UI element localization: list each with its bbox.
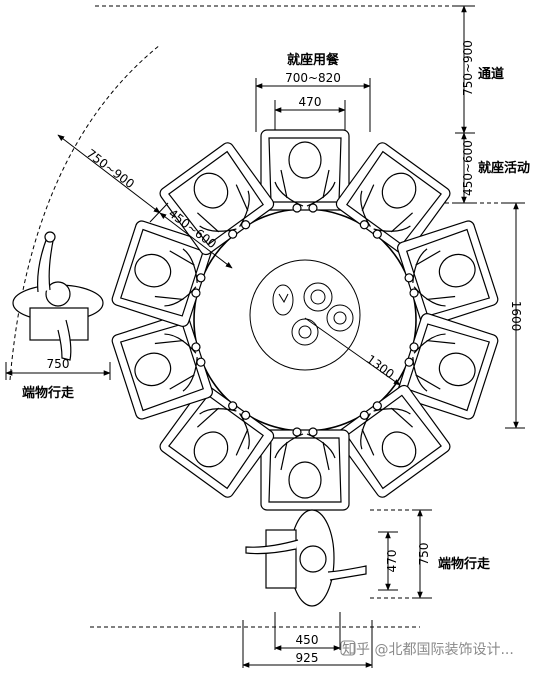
dim-seat-width-range [255,78,371,132]
serving-person-left [12,231,104,361]
watermark-text: 知乎 @北都国际装饰设计... [342,641,514,658]
bottom-width-inner-label: 450 [296,633,319,647]
zhihu-logo-icon [340,640,356,656]
chair-seat-2 [335,142,451,256]
table-span-label: 1600 [509,301,523,332]
chair-seat-3 [397,220,499,327]
chair-seat-7 [159,384,275,498]
bottom-walk-height-label: 750 [417,543,431,566]
dining-seat-label: 就座用餐 [287,52,340,68]
seat-width-label: 470 [299,95,322,109]
serving-walk-bottom-label: 端物行走 [438,556,491,572]
left-walk-width-label: 750 [47,357,70,371]
dim-left-walk [5,362,111,380]
chair-seat-6 [260,427,350,511]
chair-seat-4 [397,313,499,420]
seat-activity-label: 就座活动 [478,160,530,176]
passage-range-label: 750~900 [461,40,475,96]
dim-table-span [505,202,525,429]
diag-passage-label: 750~900 [84,146,137,191]
seat-width-range-label: 700~820 [285,71,341,85]
activity-range-label: 450~600 [461,140,475,196]
table-dishes [272,282,354,346]
round-table [193,208,417,432]
dim-diagonal [57,134,233,269]
dim-seat-width [274,100,346,130]
dim-radius [304,317,401,386]
watermark: 知乎 @北都国际装饰设计... [340,640,514,658]
passage-label: 通道 [478,66,504,82]
chair-seat-1 [260,129,350,213]
dim-passage [455,5,475,204]
bottom-width-outer-label: 925 [296,651,319,665]
dim-bottom-walk-height [378,509,432,599]
serving-person-bottom [245,509,367,607]
bottom-walk-inner-label: 470 [385,550,399,573]
chair-seat-8 [111,313,213,420]
serving-walk-left-label: 端物行走 [22,385,75,401]
dim-bottom-width [242,612,373,668]
